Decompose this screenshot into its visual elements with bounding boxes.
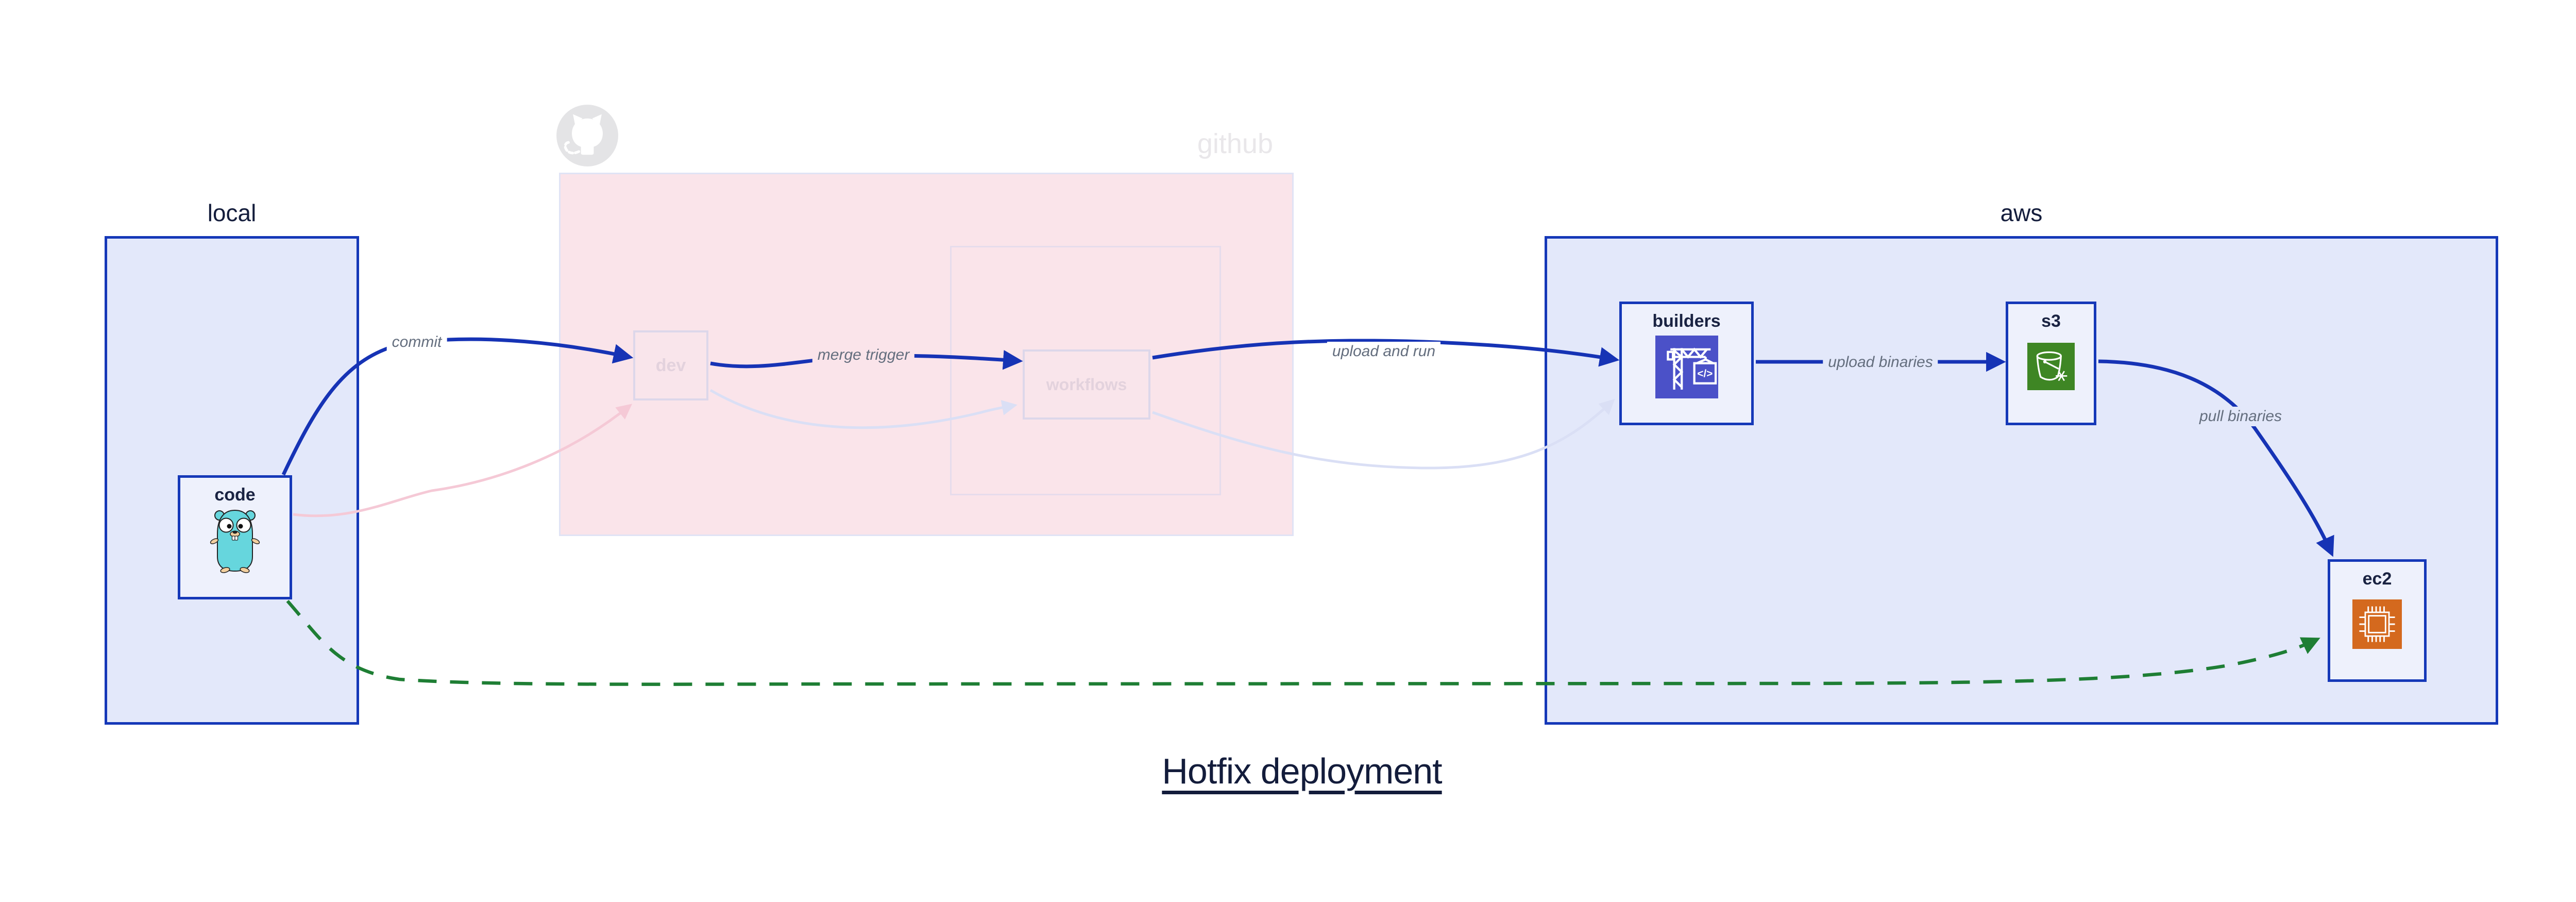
svg-text:</>: </> [1697, 368, 1713, 380]
aws-group-label: aws [2000, 199, 2043, 226]
edge-label-upload-binaries: upload binaries [1823, 353, 1938, 372]
github-group-label: github [1197, 128, 1273, 159]
edge-label-commit: commit [386, 332, 447, 352]
node-code: code [178, 475, 292, 599]
github-octocat-icon [556, 105, 618, 166]
node-s3-label: s3 [2041, 311, 2061, 331]
node-builders: builders </> [1619, 302, 1754, 425]
node-dev: dev [633, 330, 708, 400]
s3-glacier-bucket-icon [2027, 343, 2075, 390]
node-workflows-label: workflows [1046, 375, 1127, 394]
node-builders-label: builders [1652, 311, 1721, 331]
edge-label-upload-and-run: upload and run [1327, 342, 1441, 361]
ec2-chip-icon [2352, 599, 2402, 649]
node-s3: s3 [2006, 302, 2096, 425]
go-gopher-icon [210, 509, 260, 573]
node-workflows: workflows [1023, 349, 1150, 420]
node-ec2: ec2 [2328, 559, 2427, 682]
diagram-title: Hotfix deployment [1162, 751, 1442, 791]
node-dev-label: dev [655, 355, 686, 375]
edge-label-merge-trigger: merge trigger [812, 345, 915, 365]
codebuild-crane-icon: </> [1655, 336, 1718, 398]
edge-label-pull-binaries: pull binaries [2194, 407, 2287, 426]
node-code-label: code [214, 485, 256, 505]
node-ec2-label: ec2 [2362, 569, 2392, 589]
local-group-label: local [207, 199, 257, 226]
master-group-box [950, 246, 1221, 495]
